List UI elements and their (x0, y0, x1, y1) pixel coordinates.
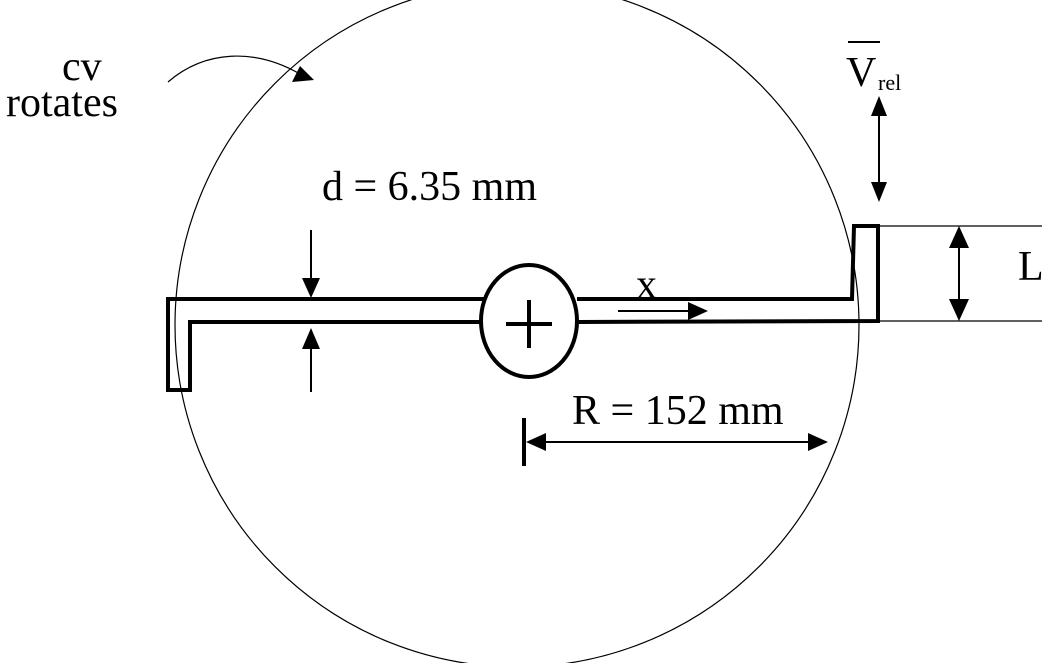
x-axis-arrowhead (688, 302, 708, 320)
r-label: R = 152 mm (572, 388, 784, 434)
v-rel-subscript: rel (878, 70, 901, 95)
cv-label: cv (62, 44, 102, 90)
l-arrow-top (949, 226, 969, 248)
l-arrow-bottom (949, 299, 969, 321)
diameter-bottom-arrowhead (302, 328, 320, 349)
diameter-top-arrowhead (302, 278, 320, 298)
rotation-arrowhead (292, 66, 314, 82)
hub-ellipse (479, 263, 579, 379)
diameter-label: d = 6.35 mm (322, 164, 537, 210)
r-arrow-right (808, 433, 828, 451)
r-arrow-left (526, 433, 546, 451)
v-rel-label: V (846, 50, 876, 96)
rotates-label: rotates (6, 80, 118, 126)
control-volume-circle (174, 0, 860, 663)
rotation-arrow (167, 55, 301, 83)
x-axis-label: x (636, 262, 657, 308)
right-arm (576, 224, 880, 324)
left-arm (166, 297, 486, 392)
l-label: L (1018, 244, 1044, 290)
v-rel-arrow-bottom (871, 182, 887, 202)
v-rel-arrow-top (871, 96, 887, 116)
